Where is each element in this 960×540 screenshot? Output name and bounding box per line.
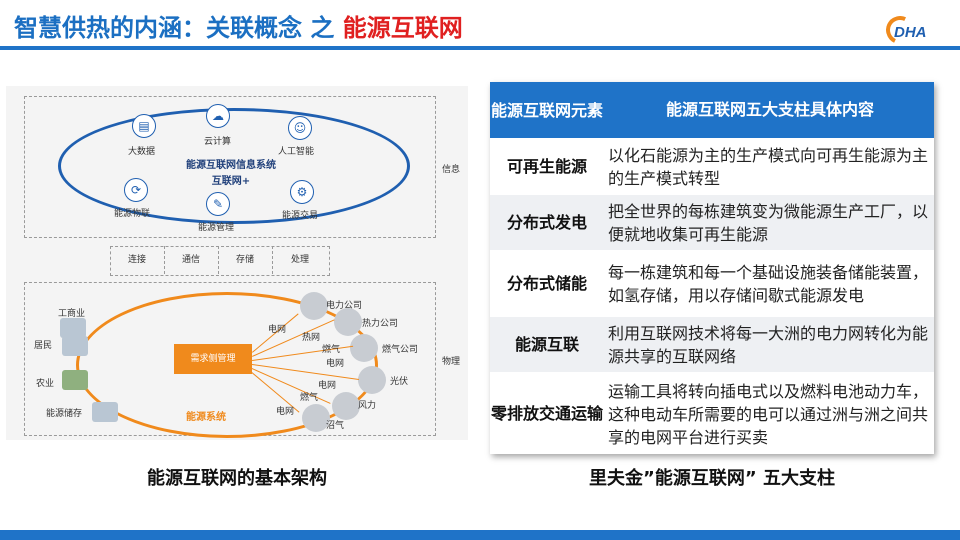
agriculture-icon — [62, 370, 88, 390]
row-value: 把全世界的每栋建筑变为微能源生产工厂，以便就地收集可再生能源 — [608, 202, 929, 244]
energy-iot-icon: ⟳ — [124, 178, 148, 202]
side-label-physical: 物理 — [442, 357, 461, 367]
info-node-label: 云计算 — [204, 137, 232, 147]
wind-icon — [332, 392, 360, 420]
energy-internet-diagram: ▤ 大数据 ☁ 云计算 ☺ 人工智能 ⟳ 能源物联 ✎ 能源管理 ⚙ 能源交易 … — [6, 86, 468, 440]
energy-management-icon: ✎ — [206, 192, 230, 216]
header-divider — [0, 46, 960, 50]
page-title: 智慧供热的内涵：关联概念 之 能源互联网 — [14, 8, 463, 43]
heat-company-icon — [334, 308, 362, 336]
right-node-label: 燃气公司 — [382, 345, 419, 355]
right-node-label: 沼气 — [326, 421, 345, 431]
five-pillars-table: 能源互联网元素 能源互联网五大支柱具体内容 可再生能源 以化石能源为主的生产模式… — [490, 82, 934, 454]
line-label: 电网 — [268, 325, 287, 335]
energy-trade-icon: ⚙ — [290, 180, 314, 204]
row-key: 分布式储能 — [506, 274, 587, 293]
title-accent: 能源互联网 — [342, 14, 463, 42]
mid-box: 处理 — [290, 255, 309, 265]
info-node-label: 大数据 — [128, 147, 156, 157]
info-system-subtitle: 互联网+ — [211, 176, 251, 187]
row-value: 利用互联网技术将每一大洲的电力网转化为能源共享的互联网络 — [608, 324, 929, 366]
table-row: 分布式发电 把全世界的每栋建筑变为微能源生产工厂，以便就地收集可再生能源 — [490, 194, 934, 251]
right-node-label: 热力公司 — [362, 319, 399, 329]
info-node-label: 能源管理 — [198, 223, 235, 233]
table-header: 能源互联网元素 能源互联网五大支柱具体内容 — [490, 82, 934, 138]
table-row: 分布式储能 每一栋建筑和每一个基础设施装备储能装置，如氢存储，用以存储间歇式能源… — [490, 250, 934, 317]
diagram-caption: 能源互联网的基本架构 — [147, 468, 327, 489]
info-node-label: 人工智能 — [278, 147, 315, 157]
row-key: 零排放交通运输 — [490, 404, 603, 423]
ai-icon: ☺ — [288, 116, 312, 140]
solar-icon — [358, 366, 386, 394]
right-node-label: 光伏 — [390, 377, 409, 387]
row-key: 能源互联 — [514, 335, 579, 354]
gas-company-icon — [350, 334, 378, 362]
energy-storage-icon — [92, 402, 118, 422]
table-caption: 里夫金”能源互联网” 五大支柱 — [589, 468, 835, 489]
mid-layer-box — [110, 246, 330, 276]
cloud-computing-icon: ☁ — [206, 104, 230, 128]
row-key: 可再生能源 — [506, 157, 587, 176]
table-header-col2: 能源互联网五大支柱具体内容 — [665, 100, 874, 119]
line-label: 电网 — [276, 407, 295, 417]
mid-box: 连接 — [110, 246, 165, 274]
energy-system-ring — [76, 292, 378, 438]
industry-building-icon — [60, 318, 86, 338]
mid-box: 通信 — [164, 246, 219, 274]
dha-logo: DHA — [882, 12, 946, 48]
power-company-icon — [300, 292, 328, 320]
line-label: 电网 — [318, 381, 337, 391]
info-system-cloud — [58, 108, 410, 224]
table-row: 零排放交通运输 运输工具将转向插电式以及燃料电池动力车，这种电动车所需要的电可以… — [490, 372, 934, 455]
title-main: 智慧供热的内涵：关联概念 之 — [14, 14, 335, 42]
logo-text: DHA — [894, 24, 927, 41]
row-value: 每一栋建筑和每一个基础设施装备储能装置，如氢存储，用以存储间歇式能源发电 — [608, 263, 929, 305]
right-node-label: 电力公司 — [326, 301, 363, 311]
side-label-info: 信息 — [442, 165, 461, 175]
info-system-title: 能源互联网信息系统 — [186, 160, 276, 171]
table-row: 可再生能源 以化石能源为主的生产模式向可再生能源为主的生产模式转型 — [490, 138, 934, 195]
info-node-label: 能源物联 — [114, 209, 151, 219]
demand-side-management-box: 需求侧管理 — [174, 344, 252, 374]
line-label: 燃气 — [300, 393, 319, 403]
energy-system-label: 能源系统 — [186, 412, 226, 423]
left-node-label: 农业 — [36, 379, 55, 389]
biogas-icon — [302, 404, 330, 432]
row-value: 运输工具将转向插电式以及燃料电池动力车，这种电动车所需要的电可以通过洲与洲之间共… — [608, 381, 929, 447]
left-node-label: 能源储存 — [46, 409, 83, 419]
table-row: 能源互联 利用互联网技术将每一大洲的电力网转化为能源共享的互联网络 — [490, 316, 934, 373]
line-label: 热网 — [302, 333, 321, 343]
big-data-icon: ▤ — [132, 114, 156, 138]
table-header-col1: 能源互联网元素 — [490, 100, 603, 120]
footer-bar — [0, 530, 960, 540]
row-value: 以化石能源为主的生产模式向可再生能源为主的生产模式转型 — [608, 146, 929, 188]
info-layer-box — [24, 96, 436, 238]
residential-building-icon — [62, 336, 88, 356]
line-label: 电网 — [326, 359, 345, 369]
line-label: 燃气 — [322, 345, 341, 355]
left-node-label: 居民 — [34, 341, 53, 351]
left-node-label: 工商业 — [58, 309, 86, 319]
info-node-label: 能源交易 — [282, 211, 319, 221]
row-key: 分布式发电 — [506, 213, 587, 232]
right-node-label: 风力 — [358, 401, 377, 411]
mid-box: 存储 — [218, 246, 273, 274]
